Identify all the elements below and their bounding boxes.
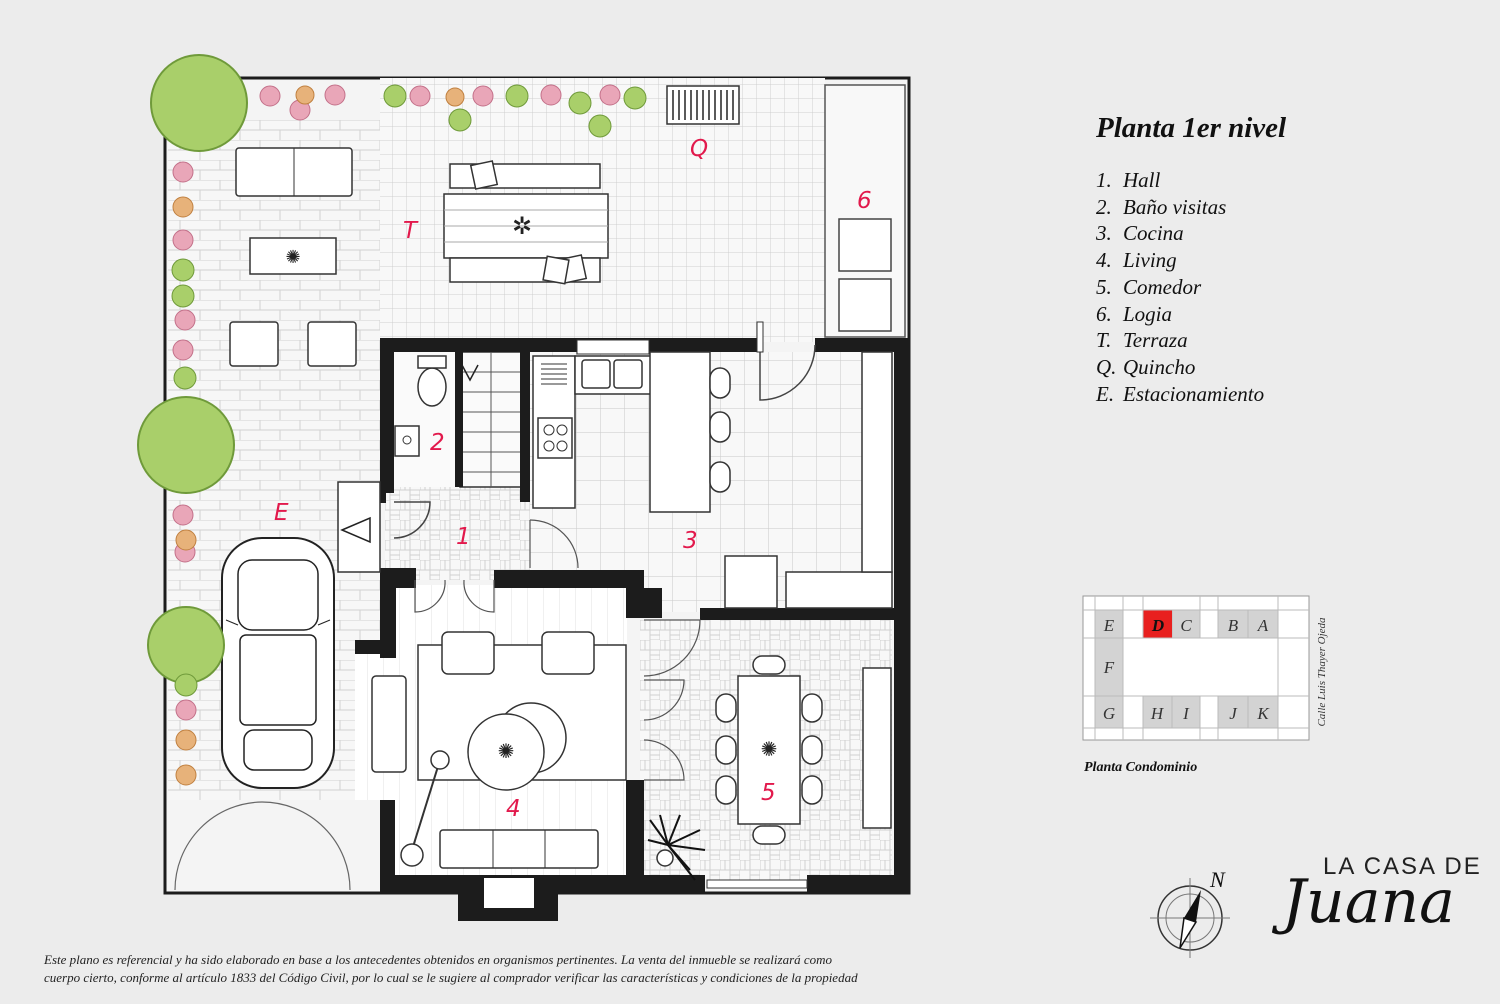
condo-unit-a: A [1257,616,1269,635]
svg-text:✺: ✺ [285,247,300,267]
legend: Planta 1er nivel 1. Hall 2. Baño visitas 3. C… [1096,112,1286,407]
legend-item: T. Terraza [1096,327,1286,354]
legend-item-label: Cocina [1123,221,1184,246]
north-label: N [1209,867,1226,892]
disclaimer-line-2: cuerpo cierto, conforme al artículo 1833… [44,970,858,985]
condo-unit-d-highlight [1143,610,1172,638]
room-label-q: Q [690,136,708,162]
north-compass-icon: N [1150,867,1230,958]
hall-floor [385,485,530,580]
disclaimer: Este plano es referencial y ha sido elab… [44,951,1144,987]
room-label-5: 5 [761,780,776,806]
condo-unit-d: D [1151,616,1164,635]
legend-item-number: 1. [1096,168,1112,192]
legend-item-label: Estacionamiento [1123,381,1265,406]
legend-item-label: Terraza [1123,328,1188,353]
legend-item: 4. Living [1096,247,1286,274]
legend-item-label: Living [1123,248,1177,273]
condo-unit-b: B [1228,616,1239,635]
legend-item: 2. Baño visitas [1096,194,1286,221]
legend-item-number: 4. [1096,248,1112,273]
legend-item-number: E. [1096,381,1115,406]
legend-item-number: 3. [1096,221,1112,246]
condo-unit-i: I [1182,704,1190,723]
room-label-2: 2 [430,430,445,456]
svg-text:✺: ✺ [761,739,778,761]
condo-unit-h: H [1150,704,1165,723]
condo-plan-label: Planta Condominio [1084,760,1198,775]
legend-item: 5. Comedor [1096,274,1286,301]
room-label-3: 3 [683,528,698,554]
room-label-6: 6 [857,188,872,214]
legend-item-number: 5. [1096,274,1112,299]
condo-unit-g: G [1103,704,1115,723]
condo-unit-f: F [1103,658,1115,677]
condo-unit-c: C [1180,616,1192,635]
brand-logo-text: LA CASA DE [1323,853,1482,880]
legend-item: Q.Quincho [1096,354,1286,381]
legend-item-number: T. [1096,328,1112,353]
street-label: Calle Luis Thayer Ojeda [1316,617,1328,727]
legend-item-label: Baño visitas [1123,194,1227,219]
condominium-plan: E D C B A F G H I J K [1082,595,1310,741]
legend-title: Planta 1er nivel [1096,112,1287,144]
legend-item: 1. Hall [1096,167,1286,194]
legend-list: 1. Hall 2. Baño visitas 3. Cocina 4. Living 5. Co… [1096,167,1286,407]
svg-text:✲: ✲ [512,214,532,240]
legend-item-label: Quincho [1123,354,1196,379]
condo-unit-j: J [1229,704,1238,723]
room-label-1: 1 [456,524,471,550]
legend-item-number: 2. [1096,194,1112,219]
disclaimer-line-1: Este plano es referencial y ha sido elab… [44,952,833,967]
legend-item-number: Q. [1096,354,1117,379]
legend-item-label: Logia [1123,301,1173,326]
condo-unit-k: K [1256,704,1270,723]
legend-item: E. Estacionamiento [1096,381,1286,408]
legend-item-label: Comedor [1123,274,1202,299]
room-label-t: T [403,218,419,244]
room-label-e: E [274,500,289,526]
legend-item-number: 6. [1096,301,1112,326]
legend-item: 3. Cocina [1096,220,1286,247]
svg-text:✺: ✺ [498,741,515,763]
legend-item: 6. Logia [1096,301,1286,328]
garden-plants [137,54,647,786]
condo-unit-e: E [1103,616,1115,635]
legend-item-label: Hall [1123,168,1161,192]
brand-logo-script: Juana [1271,867,1455,937]
room-label-4: 4 [506,796,521,822]
car-icon [221,537,335,789]
